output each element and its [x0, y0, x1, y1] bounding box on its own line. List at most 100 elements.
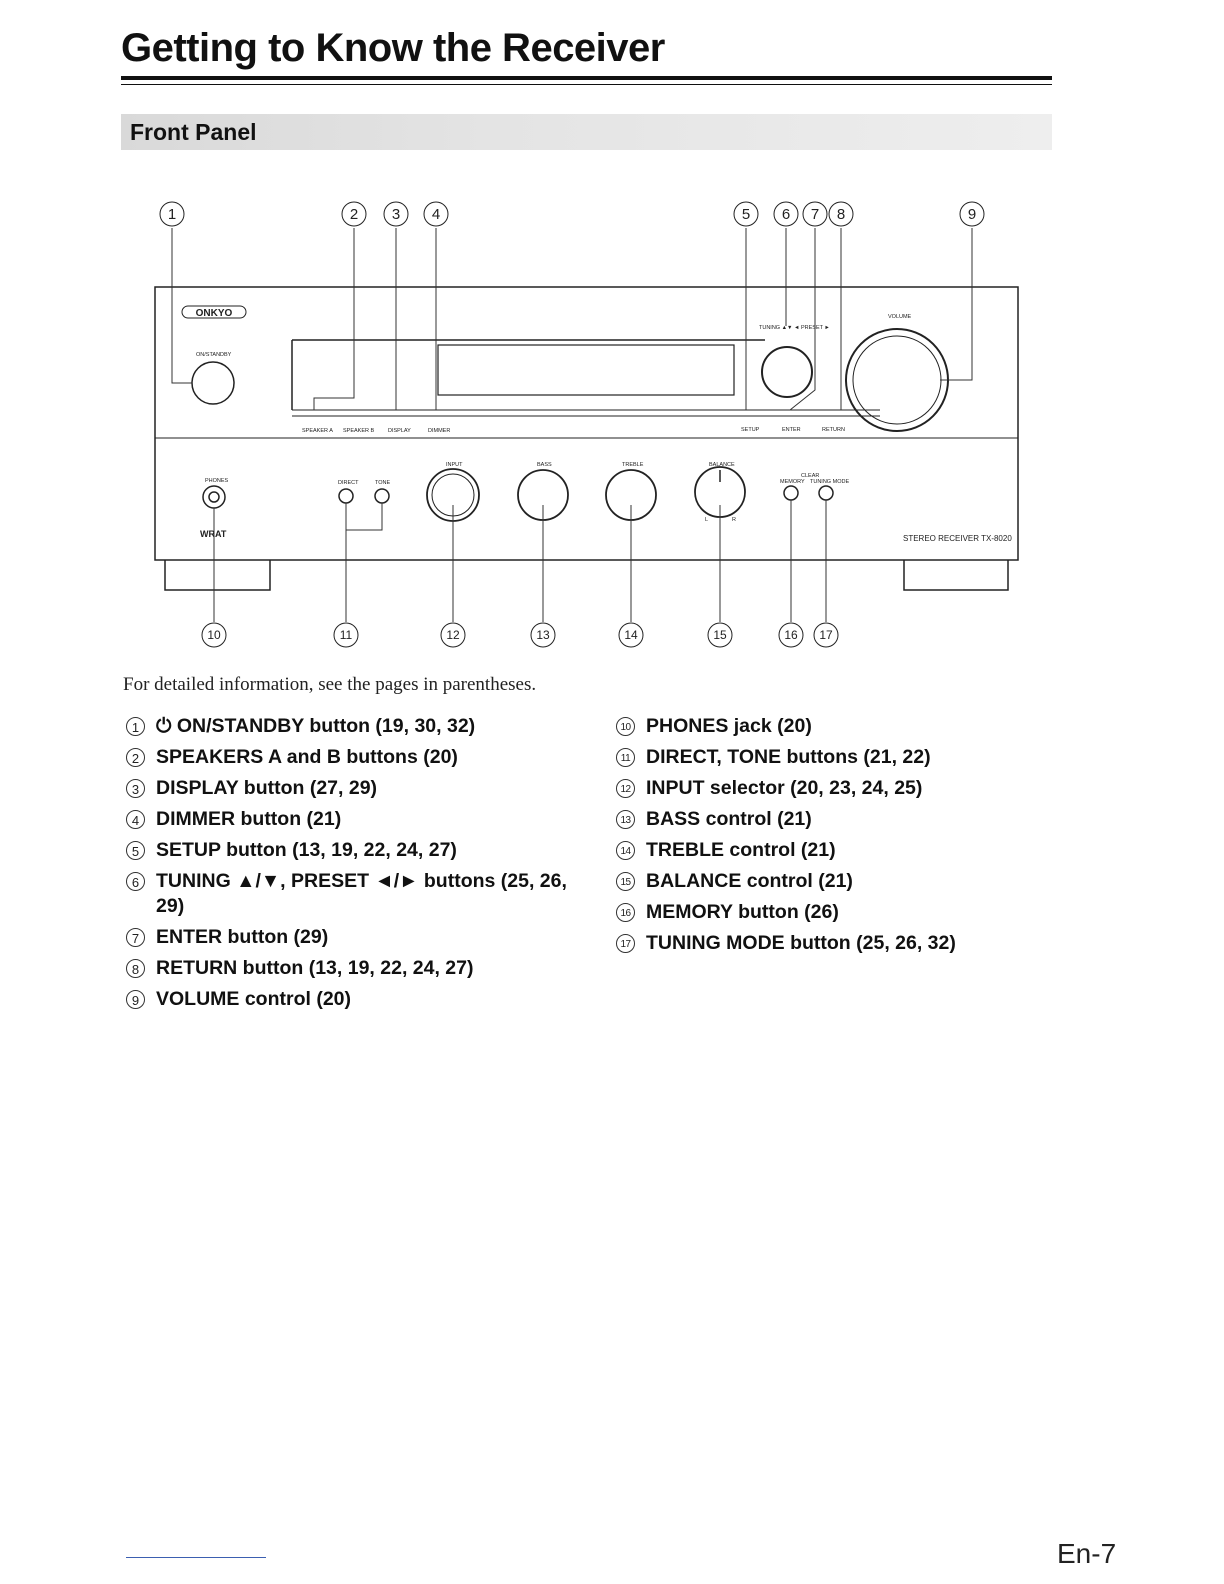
svg-text:14: 14	[624, 628, 638, 642]
volume-knob	[845, 328, 949, 432]
legend-item-15: 15 BALANCE control (21)	[614, 869, 1054, 894]
svg-text:1: 1	[168, 206, 176, 223]
svg-text:5: 5	[742, 206, 750, 223]
legend-number: 8	[126, 959, 145, 978]
legend-item-1: 1 ⏻ ON/STANDBY button (19, 30, 32)	[124, 714, 594, 739]
phones-jack	[202, 485, 226, 509]
legend-text: SPEAKERS A and B buttons (20)	[156, 746, 458, 768]
legend-text: ⏻ ON/STANDBY button (19, 30, 32)	[156, 715, 476, 737]
legend-number: 9	[126, 990, 145, 1009]
direct-button	[338, 488, 354, 504]
callout-8: 8	[828, 201, 854, 227]
legend-item-2: 2 SPEAKERS A and B buttons (20)	[124, 745, 594, 770]
svg-text:15: 15	[713, 628, 727, 642]
label-treble: TREBLE	[622, 462, 644, 468]
title-rule-thin	[121, 84, 1052, 85]
legend-item-5: 5 SETUP button (13, 19, 22, 24, 27)	[124, 838, 594, 863]
legend-item-6: 6 TUNING ▲/▼, PRESET ◄/► buttons (25, 26,…	[124, 869, 594, 919]
legend-number: 2	[126, 748, 145, 767]
legend-text: SETUP button (13, 19, 22, 24, 27)	[156, 839, 457, 861]
legend-text: DISPLAY button (27, 29)	[156, 777, 378, 799]
legend-number: 13	[616, 810, 635, 829]
label-balance: BALANCE	[709, 462, 735, 468]
legend-number: 3	[126, 779, 145, 798]
label-clear: CLEAR	[801, 473, 819, 479]
legend-number: 15	[616, 872, 635, 891]
legend-text: ENTER button (29)	[156, 926, 329, 948]
legend-text: INPUT selector (20, 23, 24, 25)	[646, 777, 923, 799]
legend-number: 17	[616, 934, 635, 953]
legend-number: 1	[126, 717, 145, 736]
legend-number: 16	[616, 903, 635, 922]
callout-2: 2	[341, 201, 367, 227]
label-dimmer: DIMMER	[428, 428, 450, 434]
legend-item-10: 10 PHONES jack (20)	[614, 714, 1054, 739]
svg-text:2: 2	[350, 206, 358, 223]
legend-number: 7	[126, 928, 145, 947]
legend-number: 14	[616, 841, 635, 860]
callout-16: 16	[778, 622, 804, 648]
legend-text: TUNING ▲/▼, PRESET ◄/► buttons (25, 26, …	[156, 870, 567, 917]
svg-text:10: 10	[207, 628, 221, 642]
legend-left: 1 ⏻ ON/STANDBY button (19, 30, 32) 2 SPEAK…	[124, 714, 594, 1018]
legend-text: BALANCE control (21)	[646, 870, 853, 892]
legend-number: 6	[126, 872, 145, 891]
legend-number: 5	[126, 841, 145, 860]
svg-text:16: 16	[784, 628, 798, 642]
legend-number: 11	[616, 748, 635, 767]
legend-text: DIMMER button (21)	[156, 808, 342, 830]
callout-1: 1	[159, 201, 185, 227]
tuning-knob	[761, 346, 813, 398]
legend-text: TUNING MODE button (25, 26, 32)	[646, 932, 956, 954]
legend-number: 4	[126, 810, 145, 829]
receiver-body	[154, 286, 1019, 561]
right-foot	[903, 560, 1009, 591]
section-title: Front Panel	[130, 119, 257, 145]
legend-text: PHONES jack (20)	[646, 715, 812, 737]
label-speaker-b: SPEAKER B	[343, 428, 375, 434]
legend-number: 10	[616, 717, 635, 736]
legend-item-17: 17 TUNING MODE button (25, 26, 32)	[614, 931, 1054, 956]
label-phones: PHONES	[205, 478, 229, 484]
callout-14: 14	[618, 622, 644, 648]
legend-item-7: 7 ENTER button (29)	[124, 925, 594, 950]
label-volume: VOLUME	[888, 314, 912, 320]
standby-button	[191, 361, 235, 405]
label-enter: ENTER	[782, 427, 801, 433]
label-display: DISPLAY	[388, 428, 411, 434]
tuning-mode-button	[818, 485, 834, 501]
callout-17: 17	[813, 622, 839, 648]
svg-text:9: 9	[968, 206, 976, 223]
svg-text:6: 6	[782, 206, 790, 223]
label-tone: TONE	[375, 480, 391, 486]
tone-button	[374, 488, 390, 504]
title-rule	[121, 76, 1052, 80]
svg-text:13: 13	[536, 628, 550, 642]
legend-text: TREBLE control (21)	[646, 839, 836, 861]
label-bal-l: L	[705, 517, 708, 523]
label-direct: DIRECT	[338, 480, 359, 486]
callout-11: 11	[333, 622, 359, 648]
front-panel-diagram: 1 2 3 4 5 6 7 8 9 10 11 12 13 14 15 16 1…	[154, 201, 1019, 648]
footnote-rule	[126, 1557, 266, 1558]
callout-4: 4	[423, 201, 449, 227]
intro-text: For detailed information, see the pages …	[123, 674, 537, 695]
display-screen	[437, 344, 735, 396]
legend-item-4: 4 DIMMER button (21)	[124, 807, 594, 832]
callout-6: 6	[773, 201, 799, 227]
label-tuning-preset: TUNING ▲▼ ◄ PRESET ►	[759, 325, 830, 331]
label-return: RETURN	[822, 427, 845, 433]
wrat-logo: WRAT	[200, 529, 227, 539]
callout-10: 10	[201, 622, 227, 648]
page-number: En-7	[1057, 1538, 1117, 1569]
section-bar	[121, 114, 1052, 150]
callout-12: 12	[440, 622, 466, 648]
label-tuning-mode: TUNING MODE	[810, 479, 849, 485]
label-speaker-a: SPEAKER A	[302, 428, 333, 434]
